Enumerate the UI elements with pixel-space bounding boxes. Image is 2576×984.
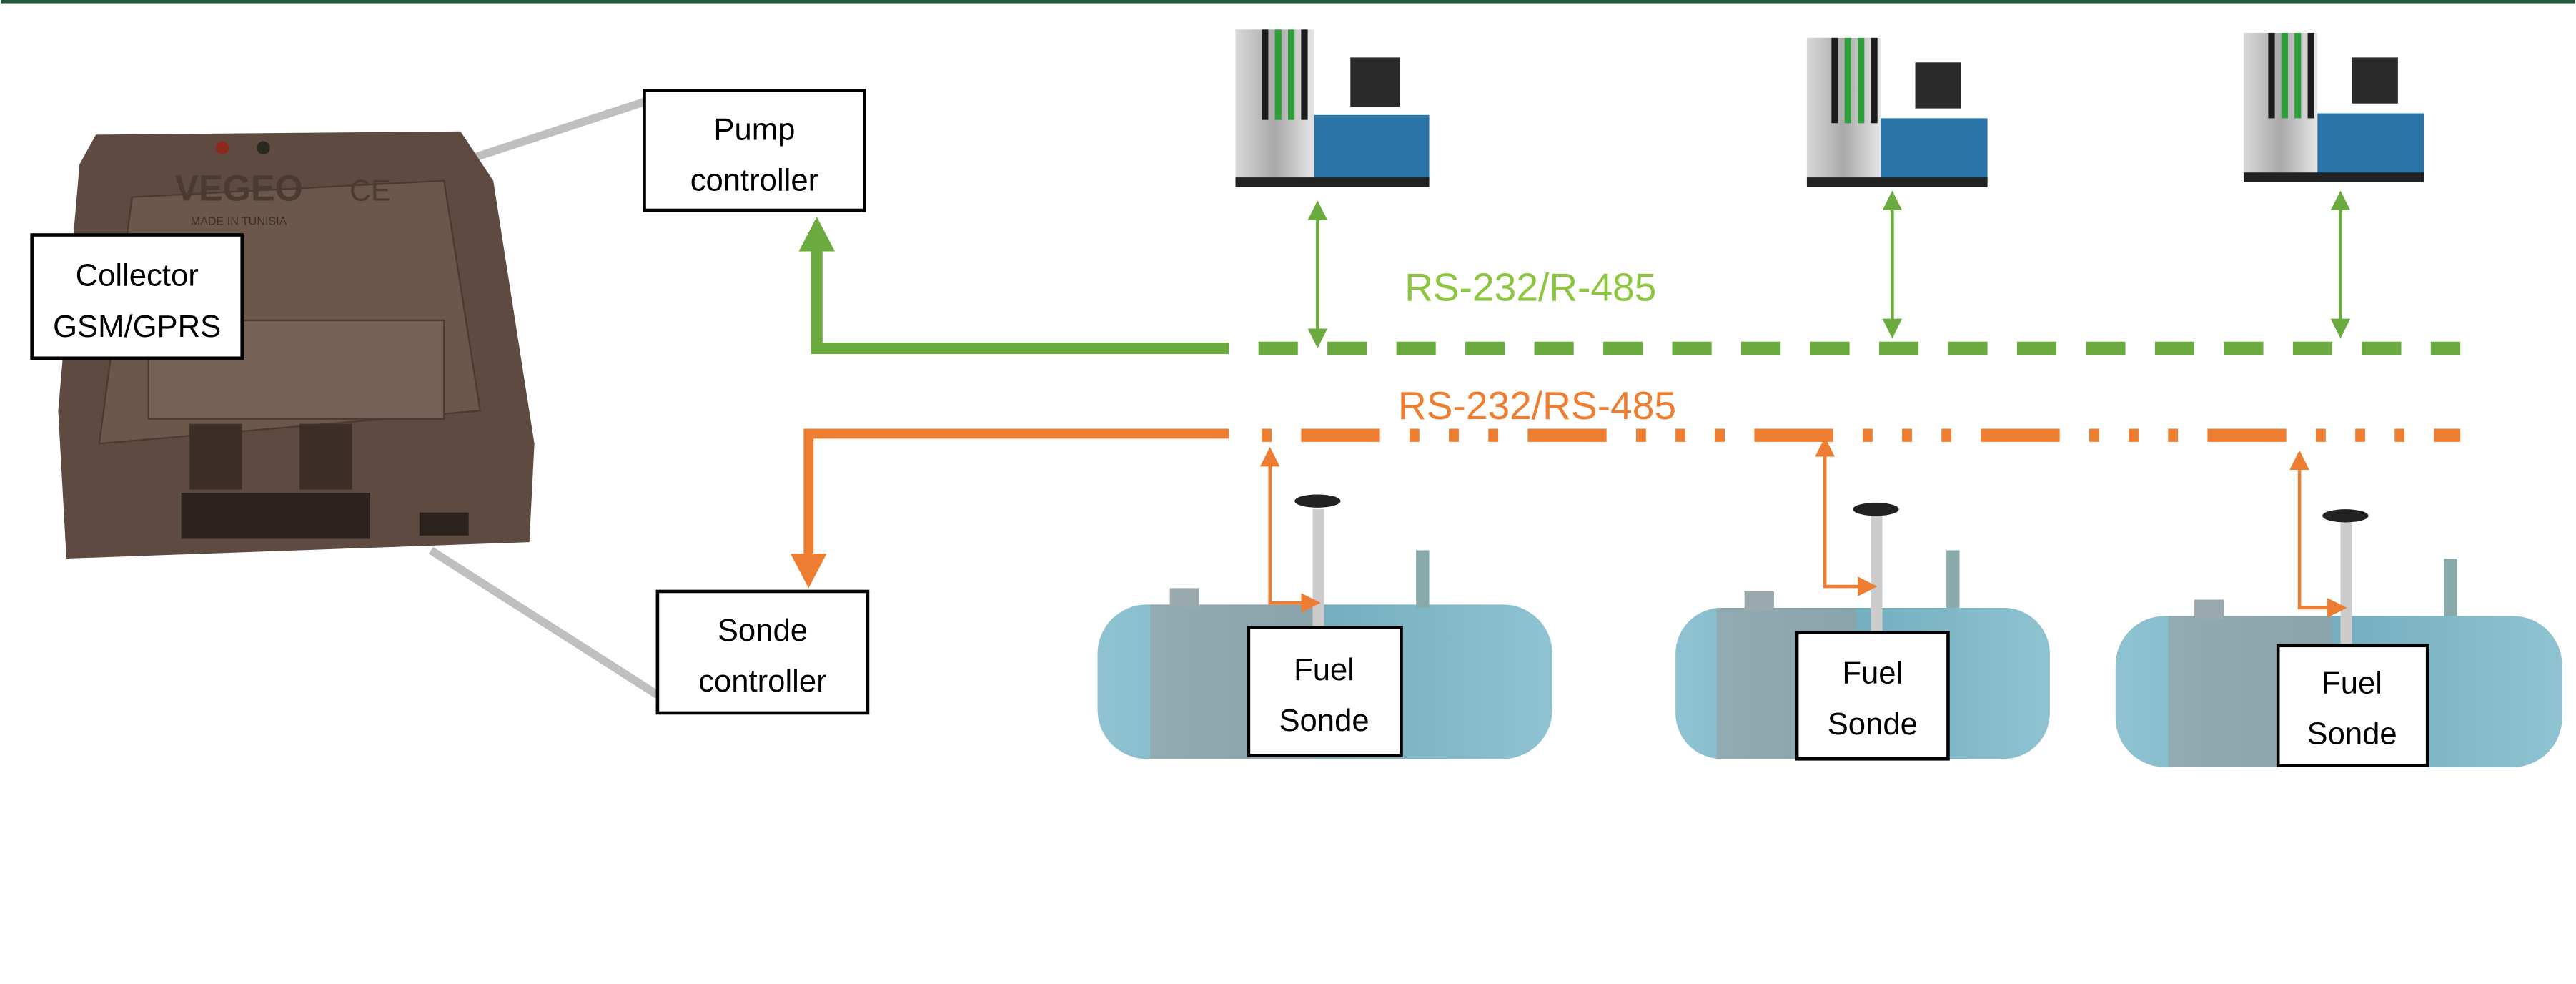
svg-text:Fuel: Fuel — [1294, 652, 1354, 687]
top-rule — [1, 0, 2575, 4]
fuel-pump-icon — [1235, 29, 1430, 187]
svg-text:GSM/GPRS: GSM/GPRS — [53, 309, 221, 344]
sonde-link-arrow — [1259, 446, 1321, 613]
svg-text:Fuel: Fuel — [2322, 665, 2382, 700]
pump-controller-box: Pump controller — [643, 89, 866, 212]
svg-text:controller: controller — [690, 162, 818, 197]
svg-text:Fuel: Fuel — [1842, 656, 1903, 691]
sonde-bus — [790, 428, 2461, 589]
fuel-tank-1: Fuel Sonde — [1097, 494, 1552, 759]
svg-text:Pump: Pump — [713, 112, 795, 147]
fuel-pump-icon — [1806, 37, 1988, 187]
sonde-link-arrow — [2289, 450, 2347, 618]
sonde-bus-label: RS-232/RS-485 — [1398, 383, 1676, 428]
device-origin: MADE IN TUNISIA — [191, 215, 287, 228]
svg-text:Sonde: Sonde — [718, 613, 808, 648]
svg-text:Sonde: Sonde — [2307, 717, 2397, 752]
arrow-down-icon — [790, 554, 827, 589]
fuel-tank-3: Fuel Sonde — [2115, 509, 2562, 767]
fuel-tank-2: Fuel Sonde — [1675, 502, 2050, 761]
svg-text:Sonde: Sonde — [1279, 703, 1369, 738]
device-brand: VEGEO — [174, 167, 303, 208]
pump-bus-label: RS-232/R-485 — [1405, 265, 1656, 309]
link-collector-pump — [467, 97, 646, 164]
link-collector-sonde — [428, 546, 660, 699]
sonde-link-arrow — [1815, 437, 1878, 596]
pump-bus — [798, 217, 2461, 355]
fuel-pump-icon — [2243, 32, 2424, 182]
sonde-controller-box: Sonde controller — [655, 589, 870, 715]
arrow-up-icon — [798, 217, 835, 252]
svg-text:Collector: Collector — [76, 258, 199, 293]
svg-text:controller: controller — [698, 664, 826, 699]
device-ce-mark: CE — [350, 174, 390, 207]
svg-text:Sonde: Sonde — [1828, 707, 1918, 742]
collector-label-box: Collector GSM/GPRS — [30, 233, 244, 360]
